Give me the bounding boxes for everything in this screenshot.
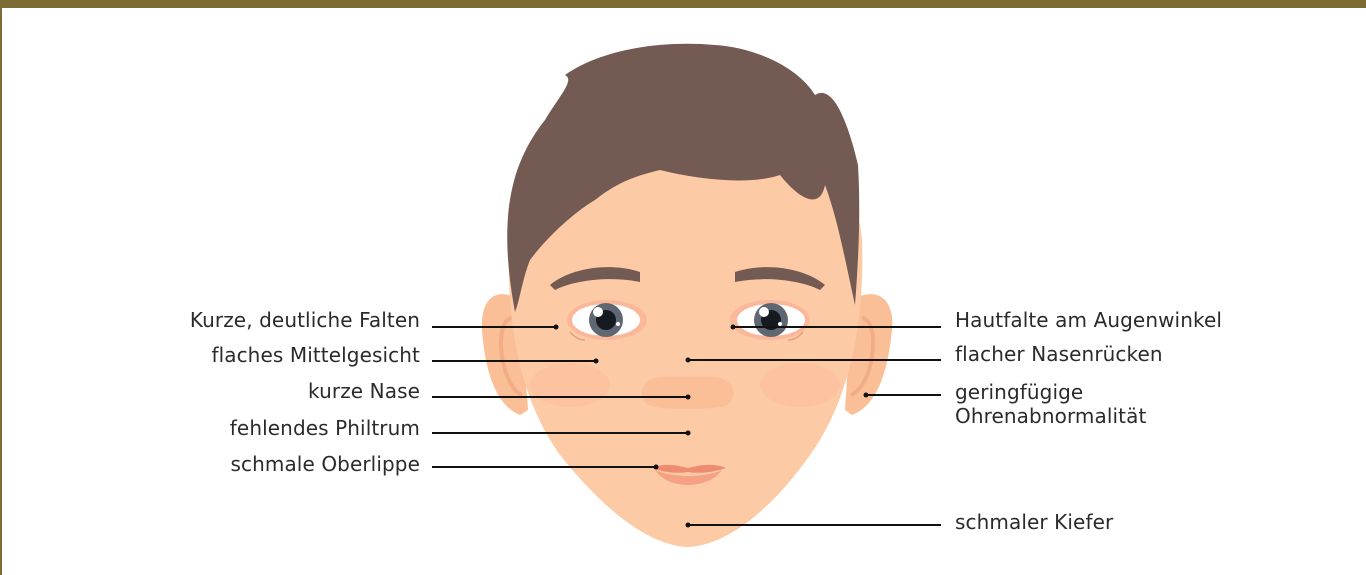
dot-nasenruecken <box>686 358 691 363</box>
label-nasenruecken: flacher Nasenrücken <box>955 342 1163 366</box>
label-kiefer: schmaler Kiefer <box>955 510 1113 534</box>
label-augenwinkel: Hautfalte am Augenwinkel <box>955 308 1222 332</box>
label-nase: kurze Nase <box>308 379 420 403</box>
dot-kiefer <box>686 523 691 528</box>
right-cheek <box>760 363 840 407</box>
dot-kurze-falten <box>554 325 559 330</box>
dot-mittelgesicht <box>594 359 599 364</box>
right-eye <box>730 300 810 340</box>
label-mittelgesicht: flaches Mittelgesicht <box>211 343 420 367</box>
dot-oberlippe <box>654 465 659 470</box>
dot-philtrum <box>686 431 691 436</box>
dot-augenwinkel <box>731 325 736 330</box>
label-ohren: geringfügige Ohrenabnormalität <box>955 380 1155 428</box>
label-kurze-falten: Kurze, deutliche Falten <box>190 308 420 332</box>
label-philtrum: fehlendes Philtrum <box>230 416 420 440</box>
dot-nase <box>686 395 691 400</box>
left-cheek <box>530 363 610 407</box>
left-eye <box>567 300 647 340</box>
label-oberlippe: schmale Oberlippe <box>230 452 420 476</box>
nose <box>642 376 734 409</box>
dot-ohren <box>864 393 869 398</box>
